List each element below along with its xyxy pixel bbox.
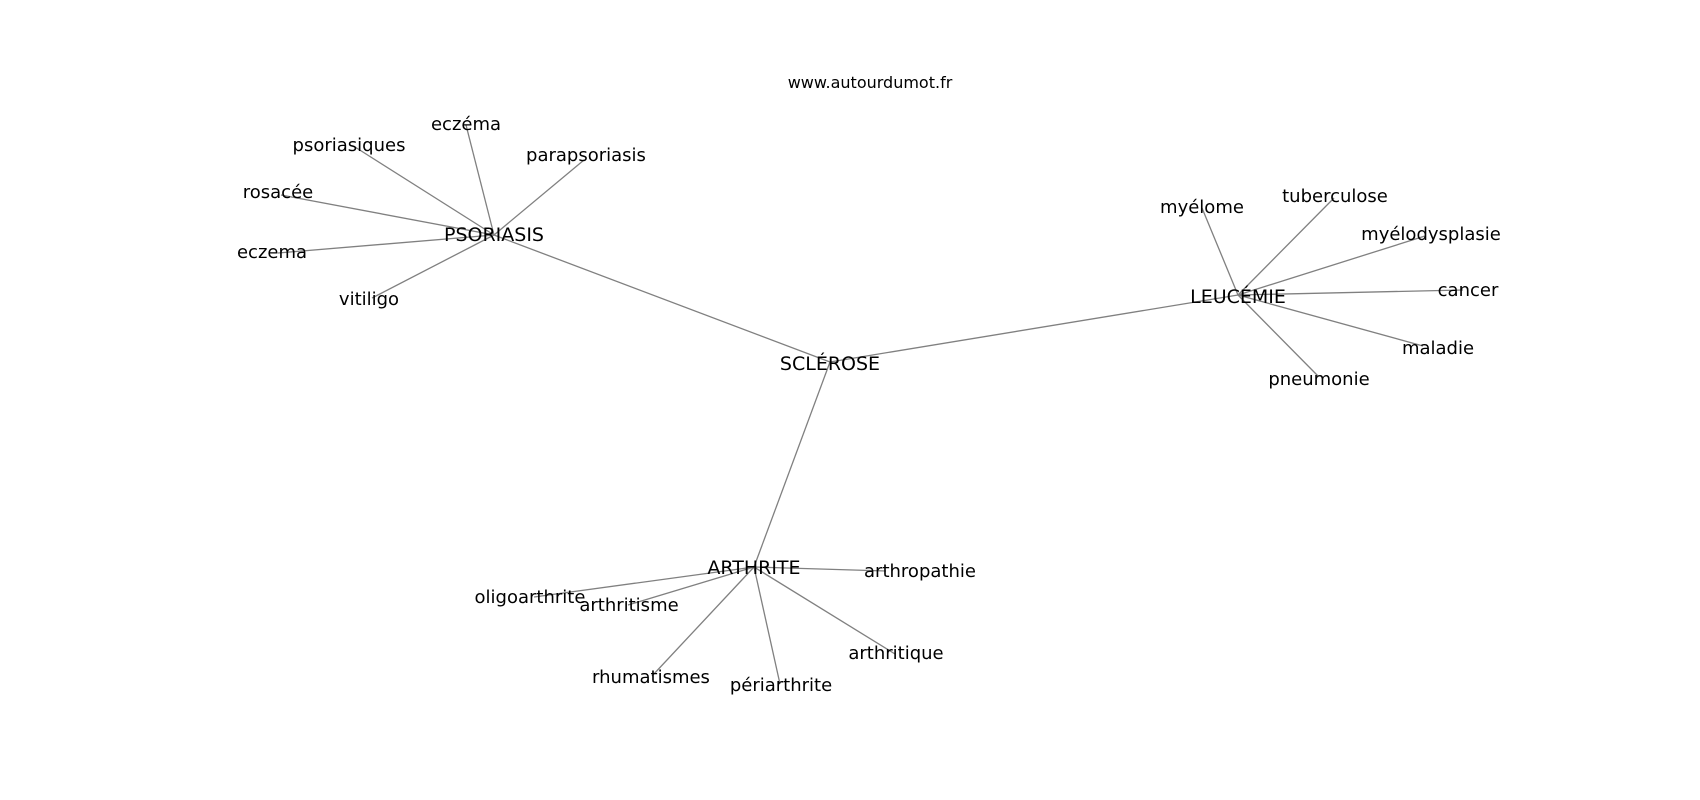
graph-labels: www.autourdumot.fr SCLÉROSE PSORIASIS ec…	[237, 73, 1501, 696]
node-leaf[interactable]: rhumatismes	[592, 667, 710, 688]
edge-psoriasis-vitiligo	[371, 234, 495, 299]
node-leaf[interactable]: psoriasiques	[293, 135, 406, 156]
edge-leucemie-maladie	[1237, 294, 1424, 347]
edge-psoriasis-psoriasiques	[354, 146, 495, 236]
node-leaf[interactable]: myélodysplasie	[1361, 224, 1501, 245]
edge-center-arthrite	[753, 361, 831, 568]
edge-arthrite-rhumatismes	[651, 566, 755, 677]
node-leaf[interactable]: arthropathie	[864, 561, 976, 582]
edge-leucemie-pneumonie	[1237, 294, 1319, 377]
edge-leucemie-myelome	[1201, 207, 1239, 296]
edge-arthrite-oligoarthrite	[533, 566, 755, 598]
node-leaf[interactable]: myélome	[1160, 197, 1244, 218]
edge-psoriasis-eczema-accent	[465, 124, 495, 236]
node-leaf[interactable]: vitiligo	[339, 289, 399, 310]
node-leaf[interactable]: eczéma	[431, 114, 501, 135]
node-leaf[interactable]: rosacée	[243, 182, 313, 203]
edge-center-leucemie	[829, 294, 1239, 363]
edge-arthrite-arthropathie	[753, 566, 887, 572]
node-hub-leucemie[interactable]: LEUCÉMIE	[1190, 285, 1286, 308]
edge-psoriasis-eczema	[277, 234, 495, 254]
node-leaf[interactable]: périarthrite	[730, 675, 832, 696]
node-hub-arthrite[interactable]: ARTHRITE	[707, 557, 800, 579]
node-leaf[interactable]: oligoarthrite	[475, 587, 586, 608]
node-leaf[interactable]: arthritique	[848, 643, 943, 664]
node-leaf[interactable]: eczema	[237, 242, 307, 263]
node-leaf[interactable]: tuberculose	[1282, 186, 1388, 207]
node-leaf[interactable]: parapsoriasis	[526, 145, 646, 166]
edge-arthrite-periarthrite	[753, 566, 781, 685]
site-watermark: www.autourdumot.fr	[788, 73, 953, 92]
edge-center-psoriasis	[493, 234, 831, 363]
graph-edges	[277, 124, 1464, 685]
edge-arthrite-arthritique	[753, 566, 896, 655]
node-leaf[interactable]: cancer	[1438, 280, 1499, 301]
edge-leucemie-cancer	[1237, 289, 1464, 296]
node-hub-psoriasis[interactable]: PSORIASIS	[444, 224, 544, 246]
edge-psoriasis-rosacee	[280, 194, 495, 236]
node-leaf[interactable]: pneumonie	[1268, 369, 1369, 390]
edge-arthrite-arthritisme	[627, 566, 755, 606]
node-leaf[interactable]: arthritisme	[579, 595, 678, 616]
node-center[interactable]: SCLÉROSE	[780, 352, 880, 375]
edge-leucemie-tuberculose	[1237, 197, 1335, 296]
node-leaf[interactable]: maladie	[1402, 338, 1474, 359]
edge-psoriasis-parapsoriasis	[493, 159, 585, 236]
edge-leucemie-myelodysplasie	[1237, 235, 1426, 296]
